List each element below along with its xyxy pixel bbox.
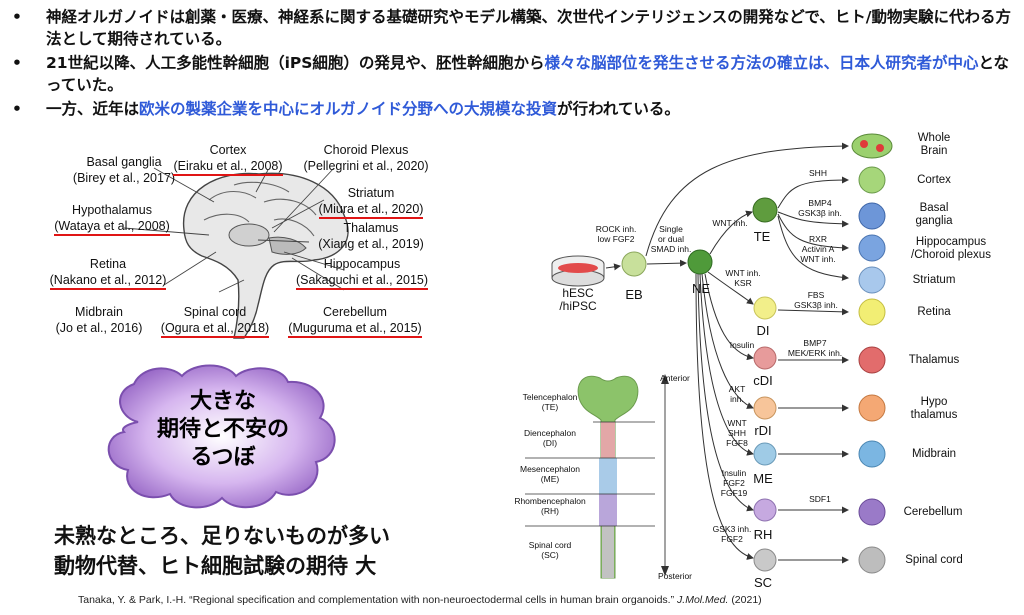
label-retina: Retina (Nakano et al., 2012) [44,256,172,290]
citation: Tanaka, Y. & Park, I.-H. “Regional speci… [78,594,762,606]
cloud-shape [107,364,336,509]
cond-ins-fgf: Insulin FGF2 FGF19 [720,468,748,498]
cond-gsk-fgf: GSK3 inh. FGF2 [712,524,752,544]
brain-panel: Basal ganglia (Birey et al., 2017) Corte… [44,140,434,340]
bullet-text: 21世紀以降、人工多能性幹細胞（iPS細胞）の発見や、胚性幹細胞から様々な脳部位… [46,52,1020,96]
stage-eb: EB [625,287,643,302]
label-thalamus: Thalamus (Xiang et al., 2019) [318,221,424,251]
stage-di: DI [756,323,770,338]
stage-me: ME [753,471,773,486]
neural-tube-diagram [525,374,669,579]
label-hippocampus: Hippocampus (Sakaguchi et al., 2015) [288,256,436,290]
region-di: Diencephalon (DI) [524,428,576,448]
bullet-segment: 一方、近年は [46,100,140,118]
cond-wnt-shh: WNT SHH FGF8 [726,418,748,448]
region-te: Telencephalon (TE) [522,392,578,412]
cond-rock: ROCK inh. low FGF2 [595,224,637,244]
stage-cdi: cDI [753,373,773,388]
bullet-1: • 神経オルガノイドは創薬・医療、神経系に関する基礎研究やモデル構築、次世代イン… [10,6,1020,50]
cond-insulin: Insulin [729,340,755,350]
stage-te: TE [753,229,771,244]
label-spinal-cord: Spinal cord (Ogura et al., 2018) [152,304,278,338]
label-cerebellum: Cerebellum (Muguruma et al., 2015) [282,304,428,338]
cond-wnt-ksr: WNT inh. KSR [725,268,761,288]
cond-shh: SHH [809,168,827,178]
brain-illustration [123,167,349,339]
bullet-text: 神経オルガノイドは創薬・医療、神経系に関する基礎研究やモデル構築、次世代インテリ… [46,6,1020,50]
bullet-segment: となっていた。 [46,54,1010,94]
output-hypothalamus: Hypo thalamus [910,396,958,421]
anterior-label: Anterior [660,373,690,383]
bullet-highlight: 欧米の製薬企業を中心にオルガノイド分野への大規模な投資 [139,100,558,118]
bullet-segment: 神経オルガノイドは創薬・医療、神経系に関する基礎研究やモデル構築、次世代インテリ… [46,8,1011,48]
cond-fbs: FBS GSK3β inh. [794,290,838,310]
bullet-list: • 神経オルガノイドは創薬・医療、神経系に関する基礎研究やモデル構築、次世代イン… [10,6,1020,122]
cloud-text: 大きな 期待と不安の るつぼ [156,389,289,470]
output-cerebellum: Cerebellum [903,506,963,518]
stage-hesc: hESC /hiPSC [559,286,597,313]
cond-rxr: RXR Activin A WNT inh. [800,234,836,264]
cond-bmp7: BMP7 MEK/ERK inh. [787,338,843,358]
label-midbrain: Midbrain (Jo et al., 2016) [55,305,143,335]
cond-smad: Single or dual SMAD inh. [650,224,692,254]
stage-sc: SC [753,575,773,590]
cond-wnt-te: WNT inh. [712,218,748,228]
label-cortex: Cortex (Eiraku et al., 2008) [168,142,288,176]
cond-bmp4: BMP4 GSK3β inh. [798,198,842,218]
label-striatum: Striatum (Miura et al., 2020) [310,185,432,219]
stage-rdi: rDI [754,423,772,438]
pathway-diagram [551,133,893,574]
output-striatum: Striatum [912,274,956,286]
bullet-segment: が行われている。 [557,100,680,118]
bottom-line-1: 未熟なところ、足りないものが多い [54,524,390,548]
output-thalamus: Thalamus [908,354,960,366]
region-sc: Spinal cord (SC) [528,540,572,560]
bullet-2: • 21世紀以降、人工多能性幹細胞（iPS細胞）の発見や、胚性幹細胞から様々な脳… [10,52,1020,96]
region-rh: Rhombencephalon (RH) [514,496,586,516]
cond-akt: AKT inh. [728,384,746,404]
bullet-text: 一方、近年は欧米の製薬企業を中心にオルガノイド分野への大規模な投資が行われている… [46,98,1020,120]
bottom-line-2: 動物代替、ヒト細胞試験の期待 大 [54,554,377,578]
label-choroid: Choroid Plexus (Pellegrini et al., 2020) [303,143,429,173]
bullet-3: • 一方、近年は欧米の製薬企業を中心にオルガノイド分野への大規模な投資が行われて… [10,98,1020,120]
output-basal-ganglia: Basal ganglia [915,202,953,227]
output-retina: Retina [917,306,951,318]
output-hippocampus: Hippocampus /Choroid plexus [911,236,991,261]
region-me: Mesencephalon (ME) [519,464,580,484]
output-whole-brain: Whole Brain [917,132,951,157]
stage-rh: RH [753,527,773,542]
label-basal-ganglia: Basal ganglia (Birey et al., 2017) [72,155,176,185]
output-cortex: Cortex [917,174,951,186]
output-midbrain: Midbrain [911,448,957,460]
cond-sdf1: SDF1 [809,494,831,504]
label-hypothalamus: Hypothalamus (Wataya et al., 2008) [48,202,176,236]
bullet-highlight: 様々な脳部位を発生させる方法の確立は、日本人研究者が中心 [544,54,979,72]
output-spinal-cord: Spinal cord [905,554,963,566]
stage-ne: NE [691,281,711,296]
posterior-label: Posterior [657,571,692,581]
bullet-segment: 21世紀以降、人工多能性幹細胞（iPS細胞）の発見や、胚性幹細胞から [46,54,545,72]
